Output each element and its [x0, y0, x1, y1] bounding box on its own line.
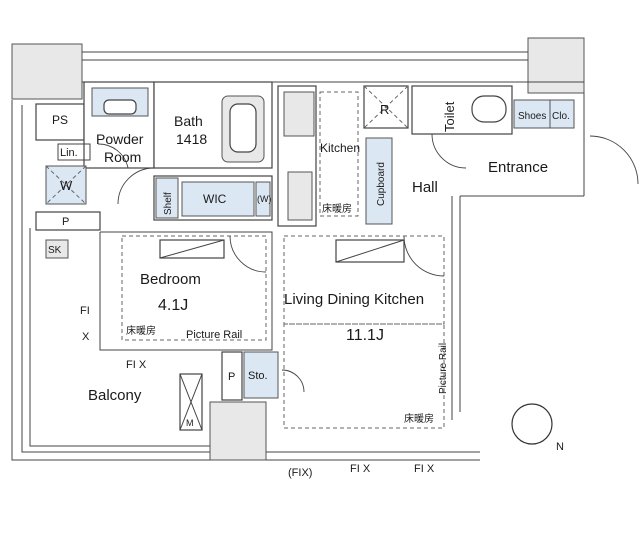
- washer-cross-1: [45, 165, 87, 205]
- wic-washer: [255, 181, 271, 217]
- ps-box: [35, 103, 85, 141]
- left-outer-wall-inner: [21, 105, 270, 453]
- label-ldk-heating: 床暖房: [404, 412, 434, 425]
- entrance-door: [589, 135, 639, 185]
- label-ldk-size: 11.1J: [346, 327, 384, 344]
- balcony-rail: [29, 228, 210, 447]
- compass: [511, 403, 553, 445]
- bedroom-walls: [99, 231, 273, 351]
- label-fix-bottom-1: FI X: [350, 463, 371, 475]
- compass-needle: [520, 404, 544, 444]
- label-shoes: Shoes: [518, 111, 546, 122]
- label-bath-1: Bath: [174, 113, 203, 129]
- label-bedroom-size: 4.1J: [158, 297, 188, 314]
- label-hall: Hall: [412, 179, 438, 196]
- bathtub-inner: [229, 103, 257, 153]
- label-fridge: R: [380, 102, 389, 117]
- toilet-door: [431, 133, 467, 169]
- label-toilet: Toilet: [442, 101, 457, 132]
- shoes-cabinet: [513, 99, 551, 129]
- label-bedroom-rail: Picture Rail: [186, 329, 242, 341]
- doors: [97, 133, 639, 393]
- column-top-right: [527, 37, 585, 94]
- cupboard: [365, 137, 393, 225]
- partitions: [35, 81, 575, 431]
- ldk-door: [403, 235, 445, 277]
- sink: [103, 99, 137, 115]
- powder-door: [97, 143, 129, 169]
- label-linen: Lin.: [60, 147, 78, 159]
- label-ldk: Living Dining Kitchen: [284, 291, 424, 308]
- bedroom-box-diag: [159, 239, 225, 259]
- closet-cabinet: [549, 99, 575, 129]
- ldk-box-diag: [335, 239, 405, 263]
- label-compass-n: N: [556, 441, 564, 453]
- label-kitchen: Kitchen: [320, 141, 360, 155]
- exterior-walls: [11, 37, 585, 461]
- cooktop: [283, 91, 315, 137]
- label-pipe-1: P: [62, 216, 69, 228]
- label-bath-2: 1418: [176, 131, 207, 147]
- bedroom-door: [229, 235, 267, 273]
- label-fix-side-1: FI: [80, 305, 90, 317]
- wic-rail: [181, 181, 255, 217]
- label-fix-bottom: FI X: [126, 359, 147, 371]
- linen-box: [57, 143, 91, 161]
- label-kitchen-heating: 床暖房: [322, 202, 352, 215]
- label-ldk-rail: Picture Rail: [438, 343, 449, 394]
- label-storage: Sto.: [248, 370, 268, 382]
- label-ac: M: [186, 418, 194, 428]
- label-ps: PS: [52, 113, 68, 127]
- label-bedroom-heating: 床暖房: [126, 324, 156, 337]
- ac-cross-2: [179, 373, 203, 431]
- label-powder-1: Powder: [96, 131, 144, 147]
- fridge-cross-2: [363, 85, 409, 129]
- sk-box: [45, 239, 69, 259]
- label-bedroom: Bedroom: [140, 271, 201, 288]
- storage-door: [281, 369, 305, 393]
- pipe-space-p1: [35, 211, 101, 231]
- label-fix-paren: (FIX): [288, 467, 312, 479]
- label-balcony: Balcony: [88, 387, 142, 404]
- ldk-area-upper: [283, 235, 445, 325]
- label-powder-2: Room: [104, 149, 141, 165]
- bedroom-area: [121, 235, 267, 341]
- wic-door: [117, 167, 155, 205]
- kitchen-sink: [287, 171, 313, 221]
- label-cupboard: Cupboard: [376, 162, 387, 206]
- kitchen-floor-area: [319, 91, 359, 217]
- washer-cross-2: [45, 165, 87, 205]
- labels: PS Powder Room Bath 1418 Lin. W P SK WIC…: [48, 101, 570, 479]
- ldk-area-lower: [283, 323, 445, 429]
- label-entrance: Entrance: [488, 159, 548, 176]
- left-outer-wall: [11, 100, 270, 461]
- column-bottom: [209, 401, 267, 461]
- pipe-space-p2: [221, 351, 243, 401]
- wic-shelf: [155, 177, 179, 219]
- label-washer: W: [60, 178, 73, 193]
- label-fix-bottom-2: FI X: [414, 463, 435, 475]
- label-shelf: Shelf: [163, 192, 174, 215]
- label-wic: WIC: [203, 192, 227, 206]
- label-sk: SK: [48, 245, 62, 256]
- storage-box: [243, 351, 279, 399]
- label-wic-washer: (W): [257, 194, 272, 204]
- toilet-bowl: [471, 95, 507, 123]
- label-closet: Clo.: [552, 111, 570, 122]
- label-fix-side-2: X: [82, 331, 90, 343]
- label-pipe-2: P: [228, 371, 235, 383]
- column-top-left: [11, 43, 83, 100]
